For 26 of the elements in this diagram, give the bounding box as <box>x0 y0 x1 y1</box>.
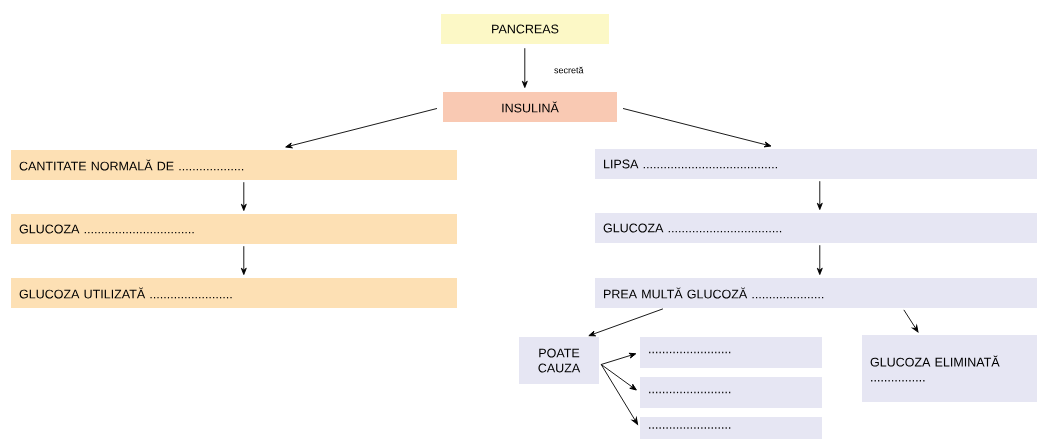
arrow <box>600 364 637 391</box>
dots-field: ........................ <box>640 417 822 439</box>
text-box: PREA MULTĂ GLUCOZĂ ..................... <box>595 278 1037 308</box>
arrow <box>240 245 247 275</box>
label-box: POATE CAUZA <box>519 337 599 384</box>
label-box: INSULINĂ <box>443 92 617 122</box>
arrow <box>588 308 664 337</box>
text-box: LIPSA ....................................... <box>595 149 1037 179</box>
text-box: GLUCOZA UTILIZATĂ ........................ <box>11 278 457 308</box>
arrow <box>622 108 772 148</box>
text-box: GLUCOZA ELIMINATĂ ................ <box>862 335 1037 402</box>
arrow <box>600 364 639 425</box>
arrow <box>521 47 528 88</box>
arrow <box>903 309 919 333</box>
arrow <box>240 181 247 211</box>
text-box: GLUCOZA ................................ <box>11 214 457 244</box>
text-box: GLUCOZA ................................. <box>595 213 1037 243</box>
arrow <box>816 180 823 210</box>
label-box: PANCREAS <box>441 14 609 44</box>
arrow <box>285 108 438 149</box>
arrow <box>600 352 637 365</box>
text-box: CANTITATE NORMALĂ DE ................... <box>11 150 457 180</box>
arrow <box>816 244 823 275</box>
dots-field: ........................ <box>640 337 822 368</box>
dots-field: ........................ <box>640 377 822 408</box>
edge-label: secretă <box>553 65 585 75</box>
